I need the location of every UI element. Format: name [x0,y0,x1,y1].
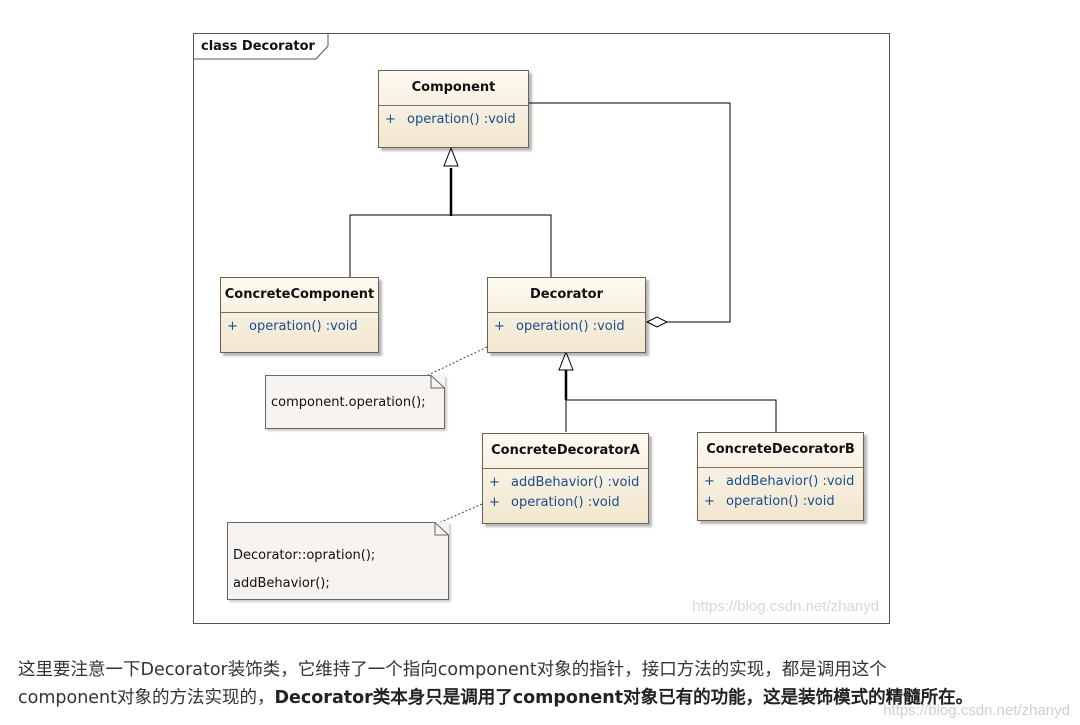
inheritance-branch-2 [566,399,777,432]
note-line: addBehavior(); [233,576,330,591]
class-name: ConcreteComponent [221,278,378,313]
uml-frame: class Decorator Component + operation() … [193,33,890,624]
frame-title-tab [194,34,329,60]
operation: + operation() :void [494,319,625,334]
description-line-2: component对象的方法实现的，Decorator类本身只是调用了compo… [18,688,974,708]
class-name: ConcreteDecoratorA [483,434,648,469]
note-shape [227,522,449,600]
class-component[interactable]: Component + operation() :void [378,70,529,148]
inheritance-arrowhead-2 [558,350,574,371]
class-concrete-decorator-a[interactable]: ConcreteDecoratorA + addBehavior() :void… [482,433,649,524]
note-decorator: component.operation(); [265,375,445,429]
aggregation-diamond [645,316,669,328]
frame-title: class Decorator [201,39,315,54]
note-line: component.operation(); [271,395,426,410]
operation: + addBehavior() :void [704,474,855,489]
description-emphasis: Decorator类本身只是调用了component对象已有的功能，这是装饰模式… [274,688,974,708]
note-anchor-1 [421,346,488,379]
operation: + operation() :void [227,319,358,334]
note-shape [265,375,445,429]
class-name: Decorator [488,278,645,313]
aggregation-line [529,102,731,323]
note-decorator-a: Decorator::opration(); addBehavior(); [227,522,449,600]
note-line: Decorator::opration(); [233,548,376,563]
description-paragraph: 这里要注意一下Decorator装饰类，它维持了一个指向component对象的… [18,656,1068,712]
connectors [194,34,777,526]
class-name: Component [379,71,528,106]
class-decorator[interactable]: Decorator + operation() :void [487,277,646,353]
page-watermark: https://blog.csdn.net/zhanyd [883,702,1070,719]
inheritance-arrowhead [443,146,459,167]
operation: + operation() :void [385,112,516,127]
operation: + addBehavior() :void [489,475,640,490]
class-concrete-component[interactable]: ConcreteComponent + operation() :void [220,277,379,353]
class-concrete-decorator-b[interactable]: ConcreteDecoratorB + addBehavior() :void… [697,432,864,521]
note-anchor-2 [433,503,483,526]
operation: + operation() :void [489,495,620,510]
class-name: ConcreteDecoratorB [698,433,863,468]
inheritance-branch [349,214,552,277]
description-line-1: 这里要注意一下Decorator装饰类，它维持了一个指向component对象的… [18,660,887,680]
diagram-watermark: https://blog.csdn.net/zhanyd [692,598,879,615]
operation: + operation() :void [704,494,835,509]
